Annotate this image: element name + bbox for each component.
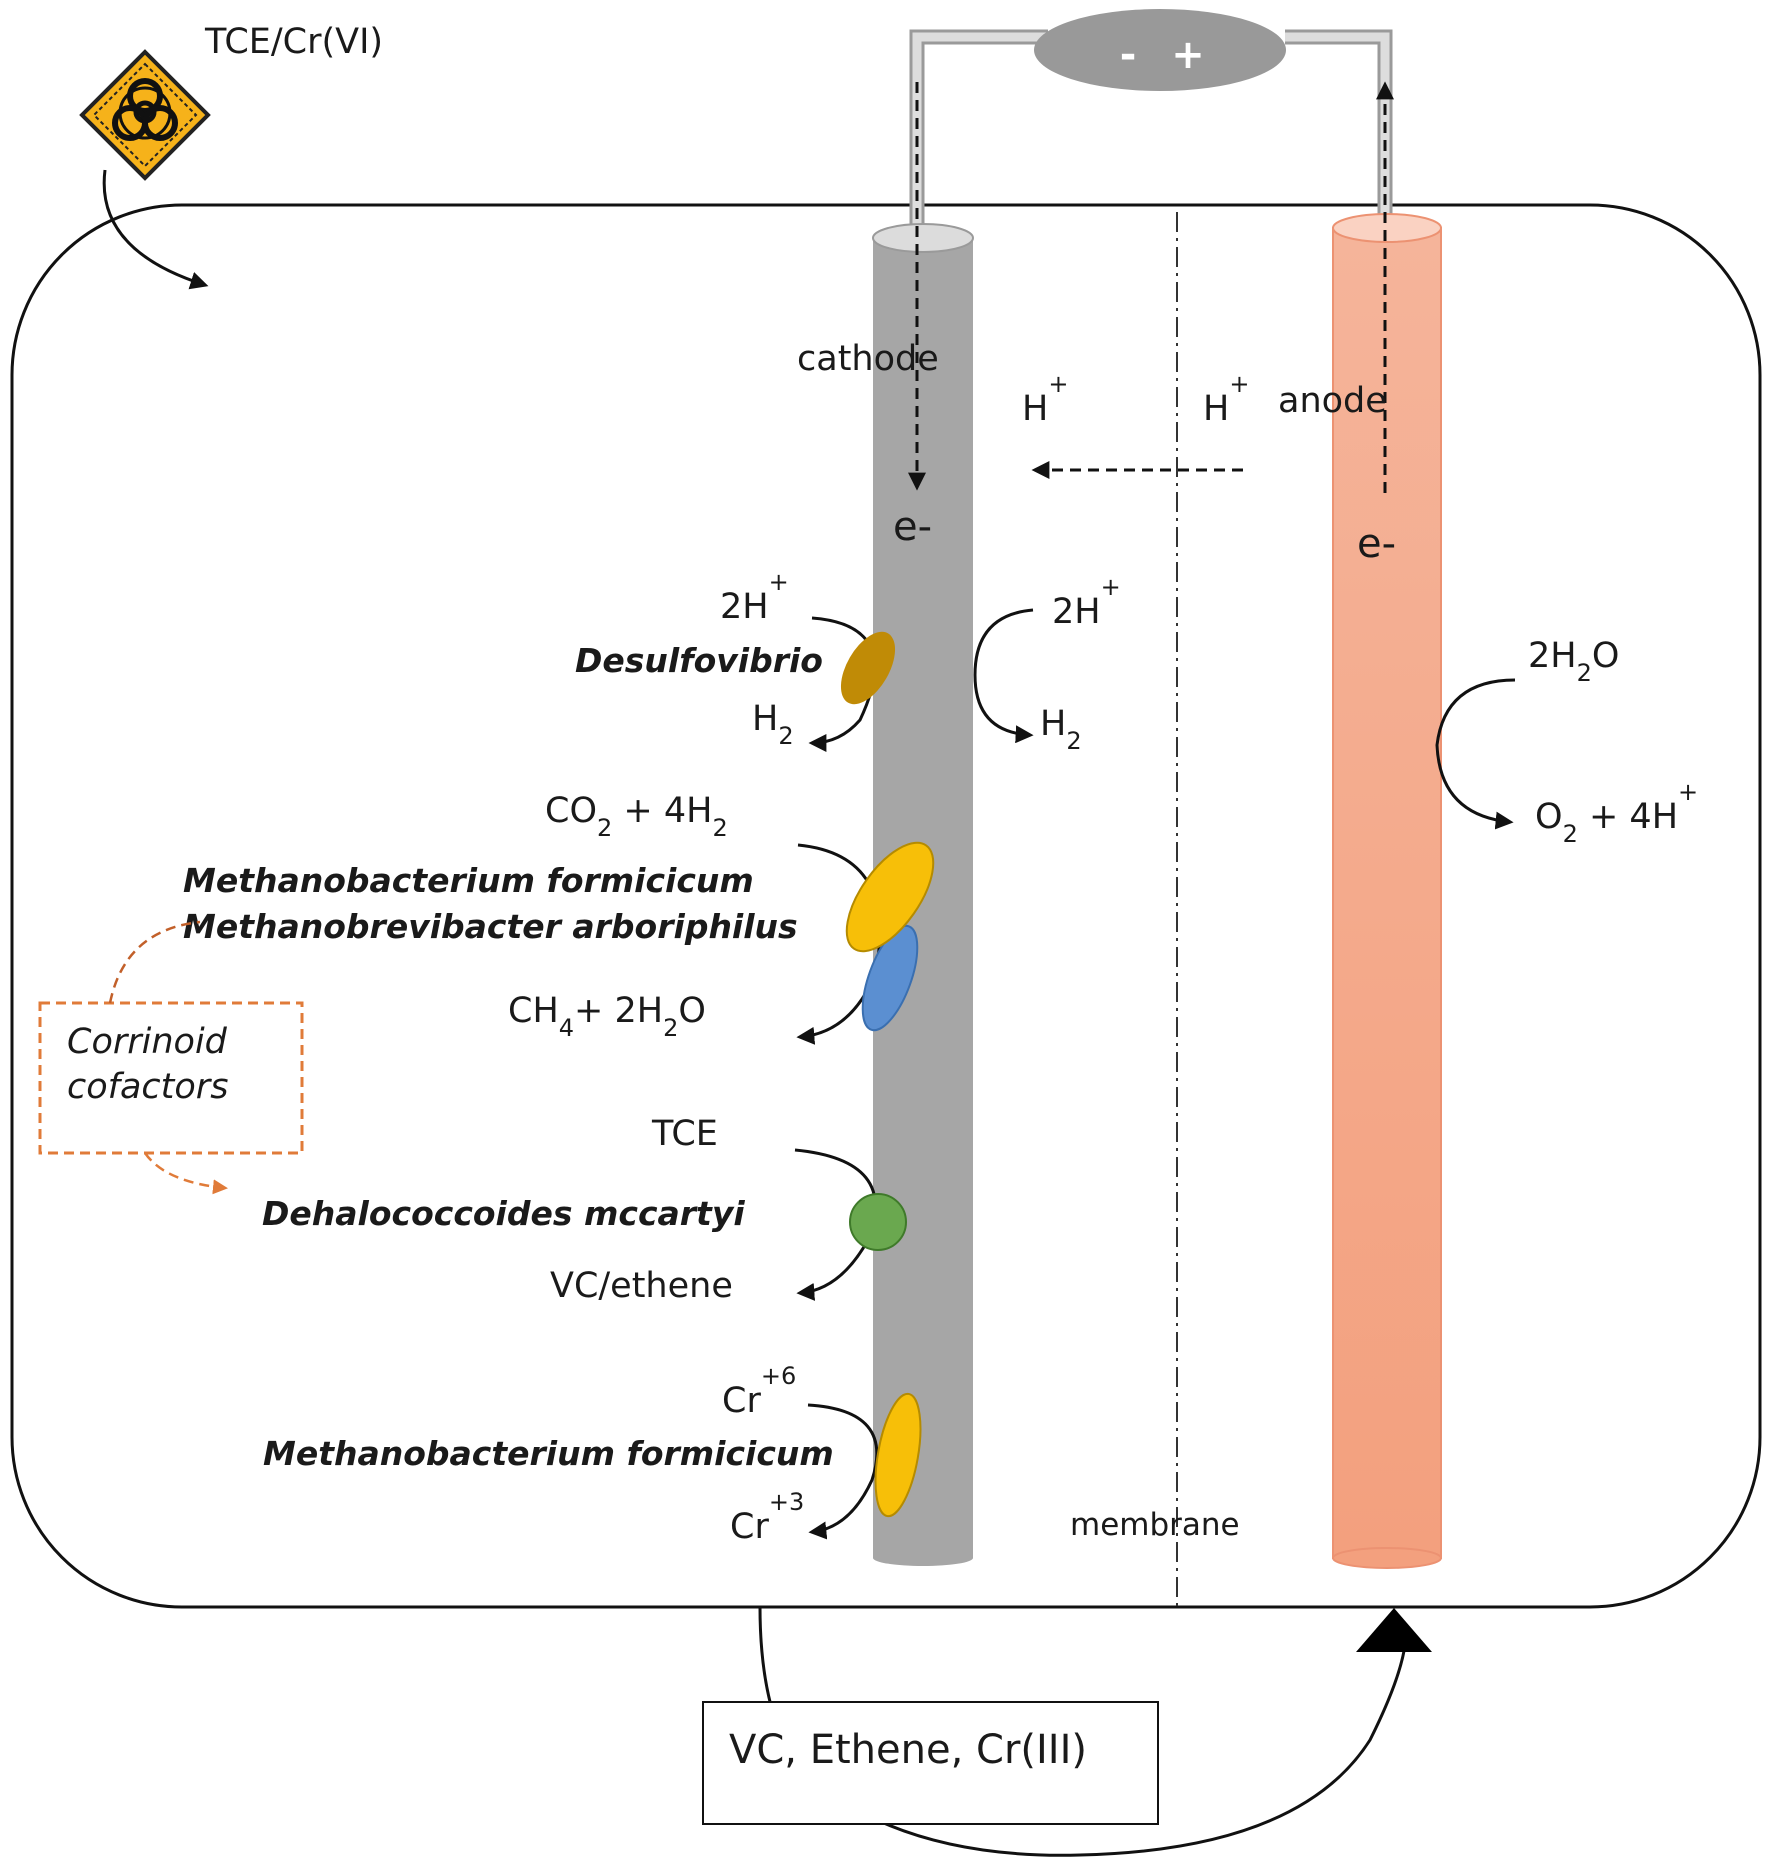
cathode-label: cathode bbox=[797, 339, 939, 379]
external-circuit-wire bbox=[909, 29, 1393, 230]
outflow-return-arrowhead bbox=[1356, 1608, 1432, 1652]
abiotic-reaction-arrow bbox=[973, 608, 1034, 744]
abiotic-reactant: 2H+ bbox=[1052, 573, 1121, 632]
methanogen-reactant: CO2 + 4H2 bbox=[545, 791, 728, 842]
methanogen-product: CH4+ 2H2O bbox=[508, 991, 706, 1042]
power-source: - + bbox=[1034, 9, 1286, 91]
anode-electron-label: e- bbox=[1357, 521, 1396, 567]
dehalococcoides-reactant: TCE bbox=[651, 1114, 718, 1154]
inflow-arrow bbox=[102, 169, 209, 290]
proton-label-right: H+ bbox=[1203, 370, 1249, 429]
chromium-reactant: Cr+6 bbox=[722, 1362, 796, 1421]
membrane-label: membrane bbox=[1070, 1507, 1240, 1543]
desulfovibrio-reactant: 2H+ bbox=[720, 568, 789, 627]
chromium-organism-label: Methanobacterium formicicum bbox=[263, 1434, 834, 1473]
biohazard-icon bbox=[79, 49, 211, 181]
dehalococcoides-cell bbox=[849, 1193, 907, 1251]
methanogen-label-1: Methanobacterium formicicum bbox=[183, 861, 754, 900]
hazard-label: TCE/Cr(VI) bbox=[204, 22, 383, 62]
anode-rod bbox=[1332, 213, 1442, 1569]
desulfovibrio-cell bbox=[840, 631, 896, 705]
output-products-label: VC, Ethene, Cr(III) bbox=[729, 1727, 1087, 1773]
anode-product: O2 + 4H+ bbox=[1535, 778, 1698, 848]
methanobacterium-cell bbox=[845, 841, 935, 953]
anode-reactant: 2H2O bbox=[1528, 636, 1619, 687]
cofactor-supply-arrow bbox=[143, 1152, 228, 1195]
power-minus-label: - bbox=[1120, 32, 1137, 78]
anode-label: anode bbox=[1278, 381, 1387, 421]
output-products-box bbox=[702, 1701, 1159, 1825]
cathode-electron-label: e- bbox=[893, 504, 932, 550]
abiotic-product: H2 bbox=[1040, 704, 1082, 755]
corrinoid-label-line1: Corrinoid bbox=[67, 1022, 228, 1062]
dehalococcoides-product: VC/ethene bbox=[550, 1266, 733, 1306]
desulfovibrio-product: H2 bbox=[752, 699, 794, 750]
proton-label-left: H+ bbox=[1022, 370, 1068, 429]
reactor-vessel bbox=[10, 203, 1762, 1609]
methanogen-label-2: Methanobrevibacter arboriphilus bbox=[183, 907, 798, 946]
power-plus-label: + bbox=[1171, 32, 1205, 78]
corrinoid-label-line2: cofactors bbox=[67, 1067, 228, 1107]
chromium-product: Cr+3 bbox=[730, 1488, 804, 1547]
corrinoid-cofactor-box bbox=[38, 1001, 304, 1155]
anode-reaction-arrow bbox=[1435, 678, 1516, 830]
chromium-reaction-arrow bbox=[807, 1403, 879, 1540]
desulfovibrio-label: Desulfovibrio bbox=[575, 641, 823, 680]
cofactor-source-arrow bbox=[108, 920, 201, 1004]
dehalococcoides-label: Dehalococcoides mccartyi bbox=[262, 1194, 745, 1233]
chromium-reducer-cell bbox=[874, 1392, 922, 1518]
methanobrevibacter-cell bbox=[861, 924, 919, 1032]
